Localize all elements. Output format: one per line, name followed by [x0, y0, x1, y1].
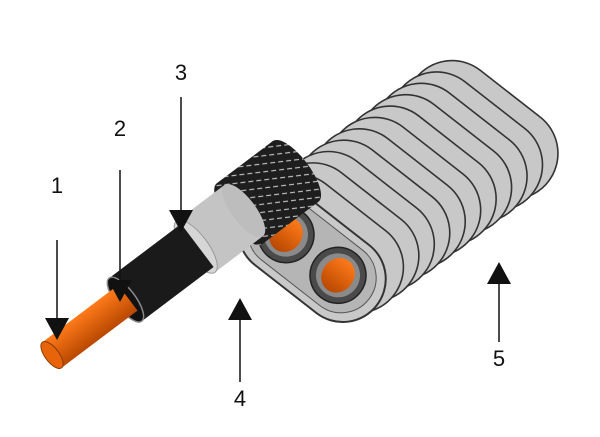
- callout-4: 4: [228, 298, 252, 411]
- arrow-down-icon: [45, 318, 69, 340]
- label-1: 1: [51, 173, 63, 198]
- round-cable: [40, 139, 322, 369]
- callout-2: 2: [108, 116, 132, 302]
- label-4: 4: [234, 386, 246, 411]
- arrow-up-icon: [228, 298, 252, 320]
- callout-5: 5: [487, 262, 511, 371]
- label-5: 5: [493, 346, 505, 371]
- callout-1: 1: [45, 173, 69, 340]
- label-2: 2: [114, 116, 126, 141]
- conductor-b: [309, 246, 367, 305]
- callout-3: 3: [169, 60, 193, 232]
- copper-core: [40, 285, 138, 369]
- arrow-up-icon: [487, 262, 511, 284]
- label-3: 3: [175, 60, 187, 85]
- arrow-down-icon: [169, 210, 193, 232]
- arrow-down-icon: [108, 280, 132, 302]
